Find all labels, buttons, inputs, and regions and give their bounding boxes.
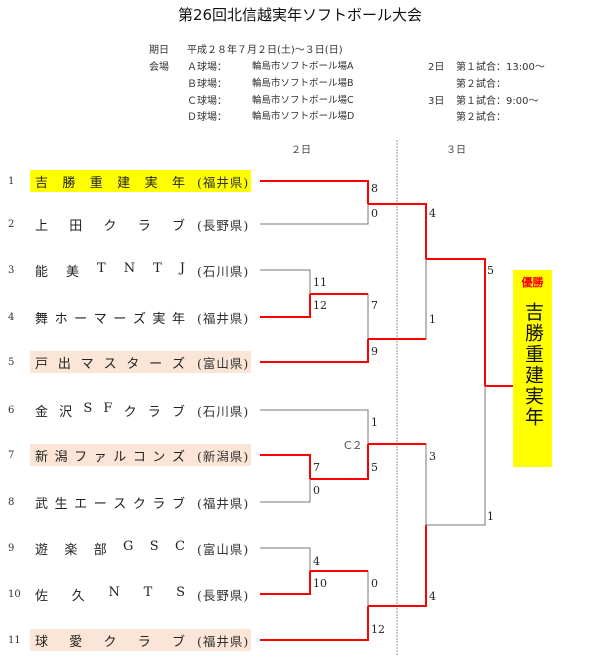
score-team9: 4 (313, 555, 320, 568)
team-box: 新潟ファルコンズ (新潟県) (30, 444, 251, 466)
date-label: 期日 (149, 45, 169, 56)
champion-name: 吉勝重建実年 (522, 302, 544, 428)
score-team1: 8 (371, 182, 378, 195)
score-sf-bottom-upper: 3 (429, 450, 436, 463)
team-box: 武生エースクラブ (福井県) (30, 491, 251, 513)
champion-box: 優勝 吉勝重建実年 (513, 270, 552, 467)
score-team10: 10 (313, 577, 327, 590)
team-box: 吉勝重建実年 (福井県) (30, 170, 251, 192)
team-seed: 2 (8, 218, 15, 230)
score-team7: 7 (313, 461, 320, 474)
venue-label: 会場 (149, 62, 169, 73)
schedule-day3-game2: 第２試合： (456, 112, 506, 123)
score-team11: 12 (371, 623, 385, 636)
team-prefecture: (福井県) (197, 174, 250, 190)
team-name: 新潟ファルコンズ (35, 449, 185, 465)
team-box: 舞ホーマーズ実年 (福井県) (30, 306, 251, 328)
score-w34: 7 (371, 299, 378, 312)
team-seed: 1 (8, 175, 15, 187)
team-seed: 5 (8, 356, 15, 368)
score-team5: 9 (371, 345, 378, 358)
team-seed: 9 (8, 542, 15, 554)
team-prefecture: (新潟県) (197, 448, 250, 464)
team-prefecture: (福井県) (197, 633, 250, 649)
team-box: 球愛クラブ (福井県) (30, 629, 251, 651)
score-team3: 11 (313, 276, 327, 289)
team-box: 上田クラブ (長野県) (30, 213, 251, 235)
schedule-day2-game2: 第２試合： (456, 79, 506, 90)
day3-header: ３日 (446, 145, 466, 156)
venue-b-field: Ｂ球場： (187, 79, 227, 90)
venue-d-place: 輪島市ソフトボール場D (252, 111, 355, 122)
score-team4: 12 (313, 299, 327, 312)
schedule-day3-game1: 第１試合：9:00～ (456, 96, 539, 107)
score-sf-bottom-lower: 4 (429, 590, 436, 603)
score-w910: 0 (371, 577, 378, 590)
team-prefecture: (石川県) (197, 263, 250, 279)
team-name: 舞ホーマーズ実年 (35, 311, 185, 327)
team-seed: 8 (8, 496, 15, 508)
schedule-day2: 2日 (428, 62, 445, 73)
team-prefecture: (富山県) (197, 541, 250, 557)
champion-label: 優勝 (521, 276, 544, 289)
venue-a-place: 輪島市ソフトボール場A (252, 61, 354, 72)
team-seed: 10 (8, 588, 21, 600)
team-prefecture: (長野県) (197, 587, 250, 603)
team-name: 吉勝重建実年 (35, 175, 185, 191)
team-seed: 11 (8, 634, 21, 646)
score-final-lower: 1 (487, 510, 494, 523)
venue-d-field: Ｄ球場： (187, 112, 227, 123)
team-prefecture: (富山県) (197, 355, 250, 371)
team-seed: 3 (8, 264, 15, 276)
day2-header: ２日 (291, 145, 311, 156)
venue-a-field: Ａ球場： (187, 62, 227, 73)
team-seed: 4 (8, 311, 15, 323)
team-seed: 6 (8, 404, 15, 416)
venue-b-place: 輪島市ソフトボール場B (252, 78, 354, 89)
score-team6: 1 (371, 416, 378, 429)
team-name: 上田クラブ (35, 218, 185, 234)
team-prefecture: (福井県) (197, 310, 250, 326)
date-value: 平成２８年７月２日(土)～３日(日) (187, 45, 343, 56)
schedule-day2-game1: 第１試合：13:00～ (456, 62, 545, 73)
score-team8: 0 (313, 484, 320, 497)
team-prefecture: (福井県) (197, 495, 250, 511)
venue-c-place: 輪島市ソフトボール場C (252, 95, 354, 106)
score-w78: 5 (371, 461, 378, 474)
team-prefecture: (長野県) (197, 217, 250, 233)
team-box: 戸出マスターズ (富山県) (30, 351, 251, 373)
score-sf-top-upper: 4 (429, 207, 436, 220)
team-name: 球愛クラブ (35, 634, 185, 650)
score-final-upper: 5 (487, 264, 494, 277)
team-name: 武生エースクラブ (35, 496, 185, 512)
score-sf-top-lower: 1 (429, 313, 436, 326)
team-seed: 7 (8, 449, 15, 461)
venue-code-label: C２ (344, 439, 363, 452)
score-team2: 0 (371, 207, 378, 220)
page-title: 第26回北信越実年ソフトボール大会 (177, 6, 423, 24)
schedule-day3: 3日 (428, 96, 445, 107)
team-prefecture: (石川県) (197, 403, 250, 419)
venue-c-field: Ｃ球場： (187, 96, 227, 107)
team-name: 戸出マスターズ (35, 356, 185, 372)
